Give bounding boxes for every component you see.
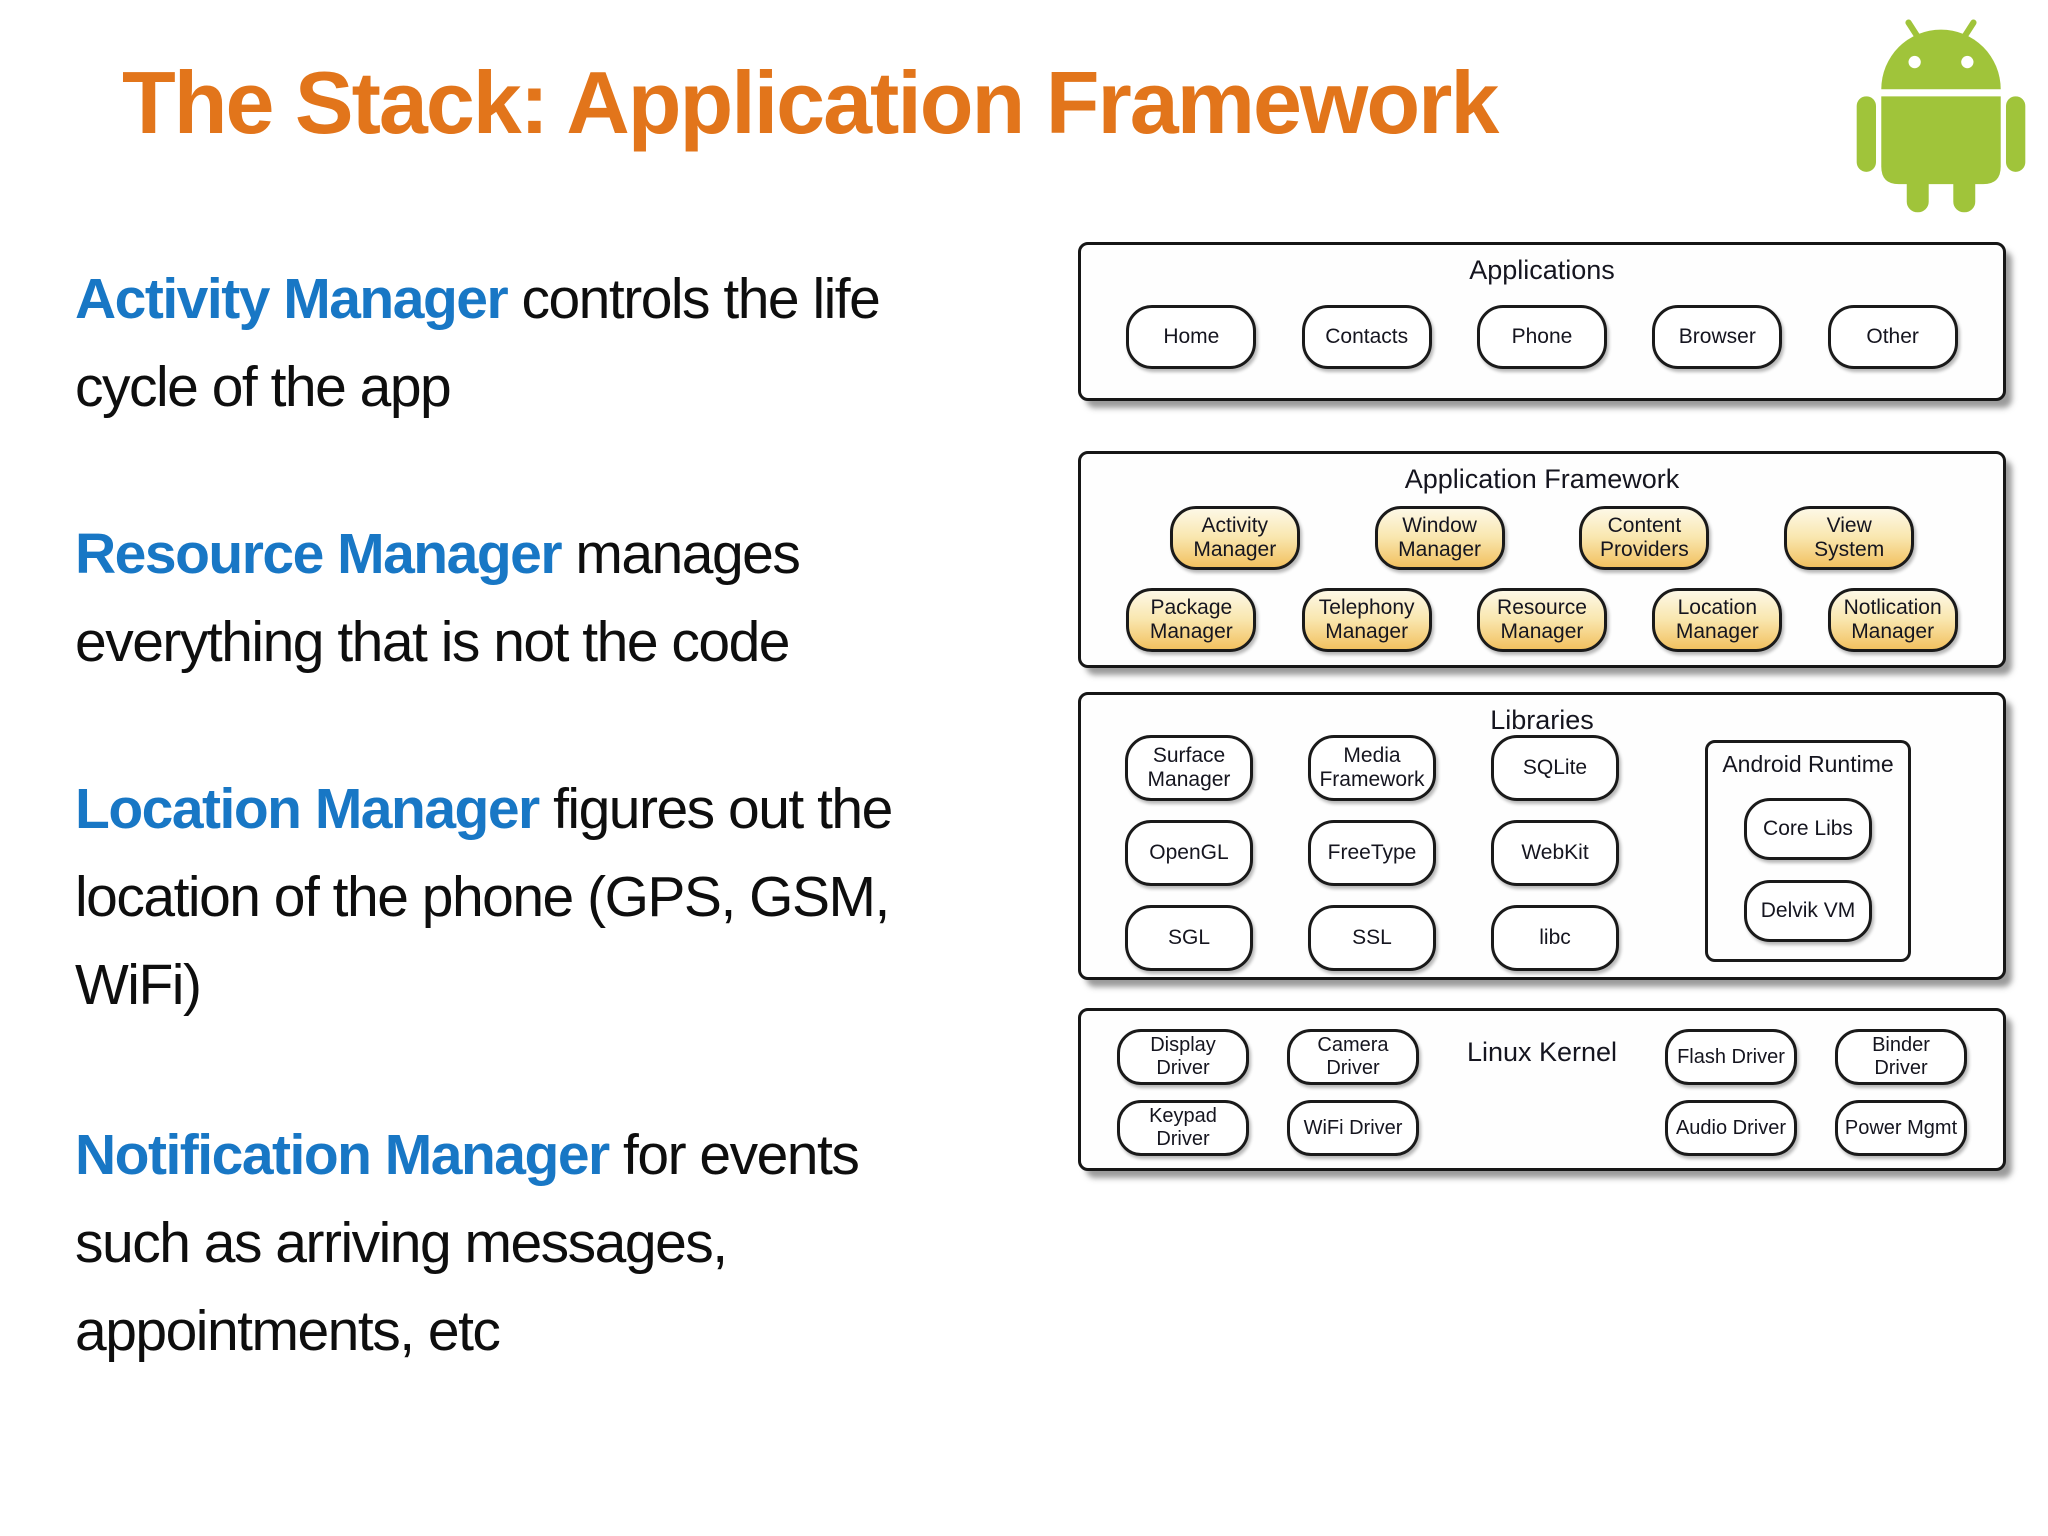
pill-telephony-manager: Telephony Manager — [1301, 588, 1432, 652]
text-line: Activity Manager controls the life — [75, 255, 1085, 343]
text-line: Resource Manager manages — [75, 510, 1085, 598]
pill-contacts: Contacts — [1301, 305, 1432, 369]
text-segment: cycle of the app — [75, 355, 452, 419]
pill-freetype: FreeType — [1308, 820, 1436, 886]
pill-content-providers: Content Providers — [1579, 506, 1710, 570]
pill-keypad-driver: Keypad Driver — [1117, 1100, 1249, 1156]
pill-package-manager: Package Manager — [1126, 588, 1257, 652]
text-line: such as arriving messages, — [75, 1199, 1085, 1287]
page-title: The Stack: Application Framework — [122, 53, 1499, 152]
pill-webkit: WebKit — [1491, 820, 1619, 886]
text-segment: figures out the — [538, 777, 893, 841]
paragraph-activity-manager: Activity Manager controls the life cycle … — [75, 255, 1085, 431]
pill-window-manager: Window Manager — [1374, 506, 1505, 570]
android-runtime-title: Android Runtime — [1722, 751, 1894, 777]
pill-activity-manager: Activity Manager — [1169, 506, 1300, 570]
text-line: cycle of the app — [75, 343, 1085, 431]
text-line: appointments, etc — [75, 1287, 1085, 1375]
diagram-box-libraries: Libraries Surface Manager Media Framework… — [1078, 692, 2006, 980]
pill-location-manager: Location Manager — [1652, 588, 1783, 652]
text-segment: appointments, etc — [75, 1299, 501, 1363]
pill-notlication-manager: Notlication Manager — [1827, 588, 1958, 652]
pill-wifi-driver: WiFi Driver — [1287, 1100, 1419, 1156]
diagram-box-application-framework: Application Framework Activity Manager Wi… — [1078, 451, 2006, 668]
framework-row-1: Activity Manager Window Manager Content Pr… — [1081, 506, 2003, 570]
pill-phone: Phone — [1476, 305, 1607, 369]
pill-home: Home — [1126, 305, 1257, 369]
highlight-term: Notification Manager — [75, 1123, 610, 1187]
text-segment: everything that is not the code — [75, 610, 790, 674]
pill-surface-manager: Surface Manager — [1125, 735, 1253, 801]
pill-display-driver: Display Driver — [1117, 1029, 1249, 1085]
pill-opengl: OpenGL — [1125, 820, 1253, 886]
text-line: WiFi) — [75, 941, 1085, 1029]
pill-binder-driver: Binder Driver — [1835, 1029, 1967, 1085]
paragraph-notification-manager: Notification Manager for events such as a… — [75, 1111, 1085, 1375]
application-framework-box-title: Application Framework — [1404, 464, 1680, 494]
text-segment: manages — [561, 522, 801, 586]
android-robot-icon — [1853, 12, 2029, 214]
pill-view-system: View System — [1784, 506, 1915, 570]
pill-resource-manager: Resource Manager — [1476, 588, 1607, 652]
pill-sgl: SGL — [1125, 905, 1253, 971]
highlight-term: Activity Manager — [75, 267, 509, 331]
pill-delvik-vm: Delvik VM — [1744, 880, 1872, 942]
linux-kernel-title: Linux Kernel — [1466, 1037, 1618, 1067]
highlight-term: Location Manager — [75, 777, 540, 841]
text-segment: controls the life — [507, 267, 880, 331]
paragraph-resource-manager: Resource Manager manages everything that … — [75, 510, 1085, 686]
libraries-box-title: Libraries — [1490, 705, 1594, 735]
pill-libc: libc — [1491, 905, 1619, 971]
pill-camera-driver: Camera Driver — [1287, 1029, 1419, 1085]
pill-flash-driver: Flash Driver — [1665, 1029, 1797, 1085]
pill-ssl: SSL — [1308, 905, 1436, 971]
text-line: location of the phone (GPS, GSM, — [75, 853, 1085, 941]
text-line: Notification Manager for events — [75, 1111, 1085, 1199]
text-segment: for events — [608, 1123, 860, 1187]
pill-media-framework: Media Framework — [1308, 735, 1436, 801]
highlight-term: Resource Manager — [75, 522, 563, 586]
pill-core-libs: Core Libs — [1744, 798, 1872, 860]
text-line: Location Manager figures out the — [75, 765, 1085, 853]
applications-pill-row: Home Contacts Phone Browser Other — [1081, 305, 2003, 369]
pill-browser: Browser — [1652, 305, 1783, 369]
text-segment: such as arriving messages, — [75, 1211, 728, 1275]
text-line: everything that is not the code — [75, 598, 1085, 686]
applications-box-title: Applications — [1469, 255, 1615, 285]
pill-sqlite: SQLite — [1491, 735, 1619, 801]
pill-audio-driver: Audio Driver — [1665, 1100, 1797, 1156]
pill-power-mgmt: Power Mgmt — [1835, 1100, 1967, 1156]
text-segment: location of the phone (GPS, GSM, — [75, 865, 890, 929]
pill-other: Other — [1827, 305, 1958, 369]
paragraph-location-manager: Location Manager figures out the location… — [75, 765, 1085, 1029]
diagram-box-applications: Applications Home Contacts Phone Browser Oth… — [1078, 242, 2006, 401]
text-segment: WiFi) — [75, 953, 202, 1017]
framework-row-2: Package Manager Telephony Manager Resource… — [1081, 588, 2003, 652]
